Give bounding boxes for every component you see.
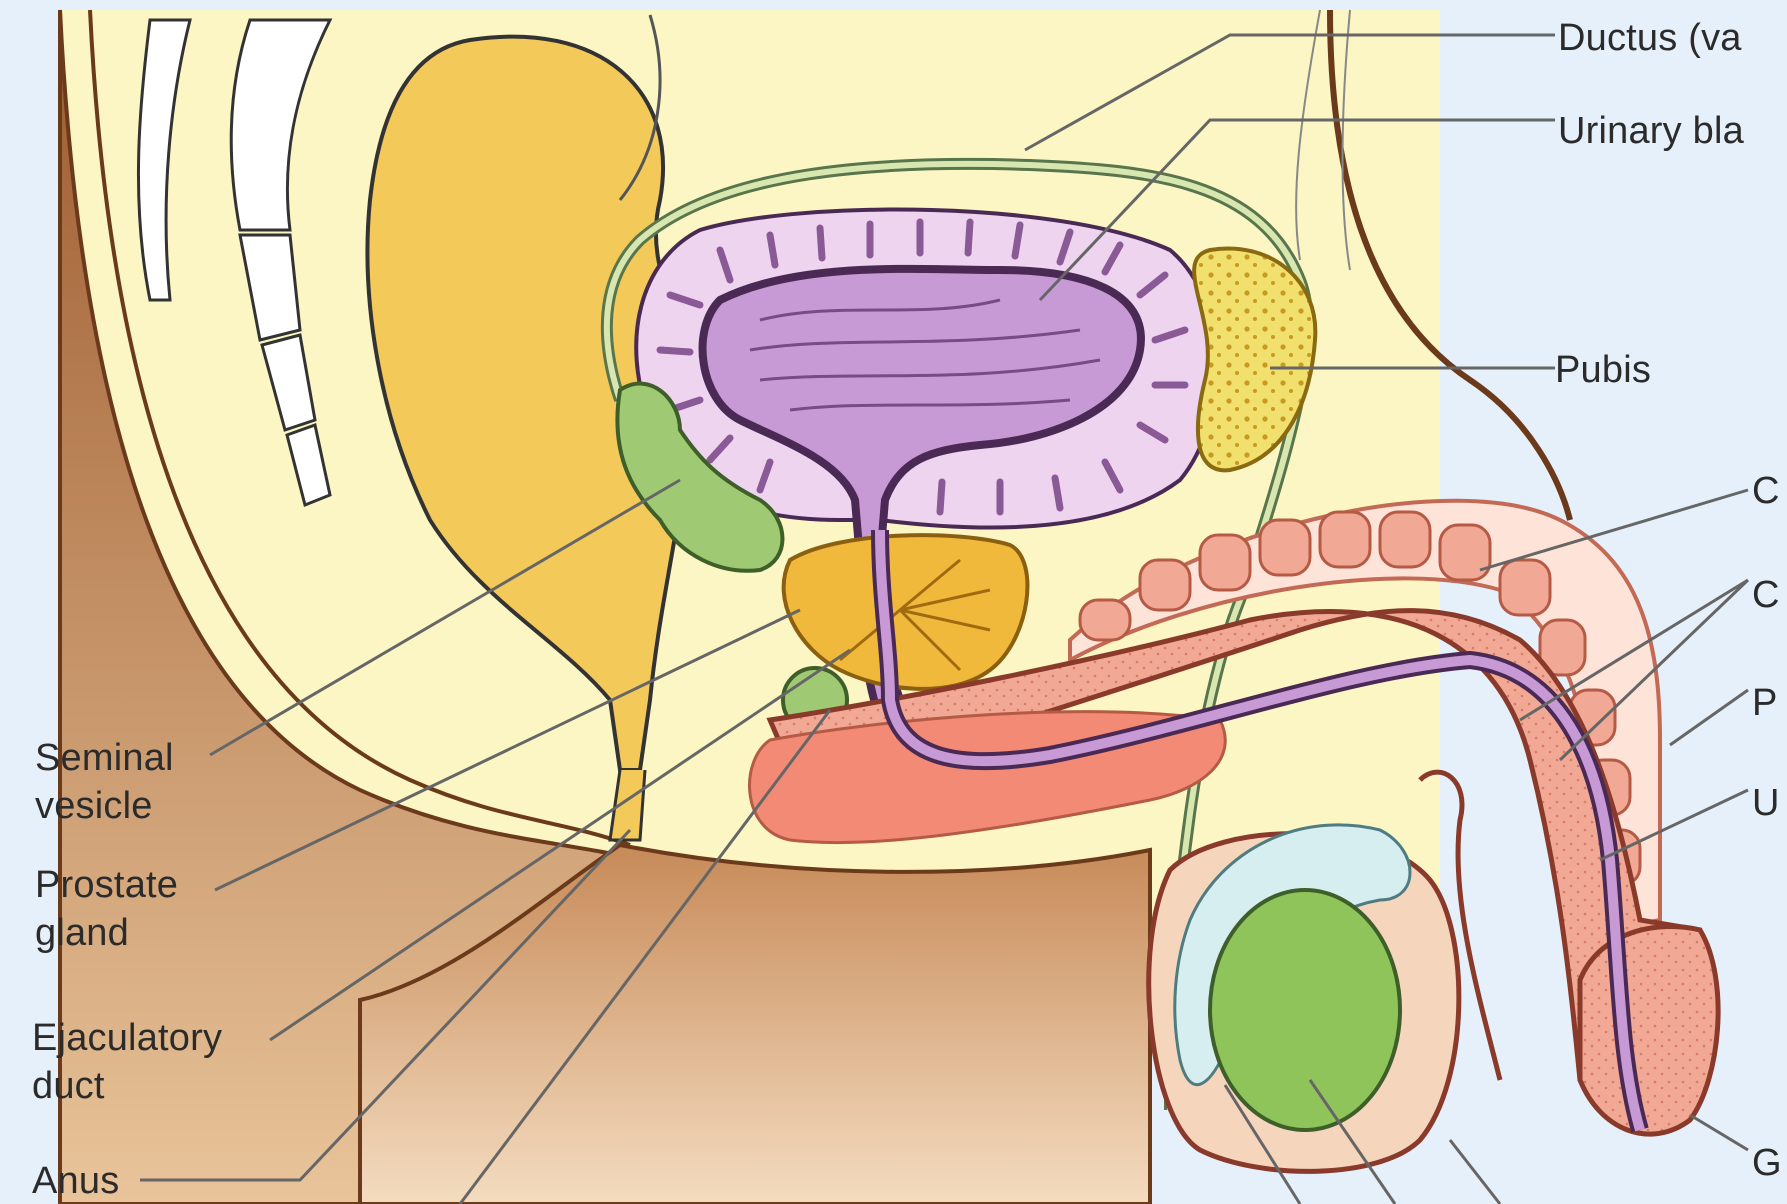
label-urinary-bladder: Urinary bla: [1558, 108, 1744, 154]
label-ejaculatory-duct-line2: duct: [32, 1063, 105, 1109]
label-seminal-vesicle-line2: vesicle: [35, 783, 153, 829]
testis: [1210, 890, 1400, 1130]
glans: [1580, 927, 1718, 1135]
label-g: G: [1752, 1140, 1782, 1186]
label-c2: C: [1752, 572, 1780, 618]
label-u: U: [1752, 780, 1780, 826]
label-ejaculatory-duct-line1: Ejaculatory: [32, 1015, 222, 1061]
label-prostate-gland-line2: gland: [35, 910, 129, 956]
label-seminal-vesicle-line1: Seminal: [35, 735, 174, 781]
label-prostate-gland-line1: Prostate: [35, 862, 178, 908]
label-c1: C: [1752, 468, 1780, 514]
label-pubis: Pubis: [1555, 347, 1651, 393]
label-anus: Anus: [32, 1158, 119, 1204]
label-ductus: Ductus (va: [1558, 15, 1742, 61]
label-p: P: [1752, 680, 1778, 726]
